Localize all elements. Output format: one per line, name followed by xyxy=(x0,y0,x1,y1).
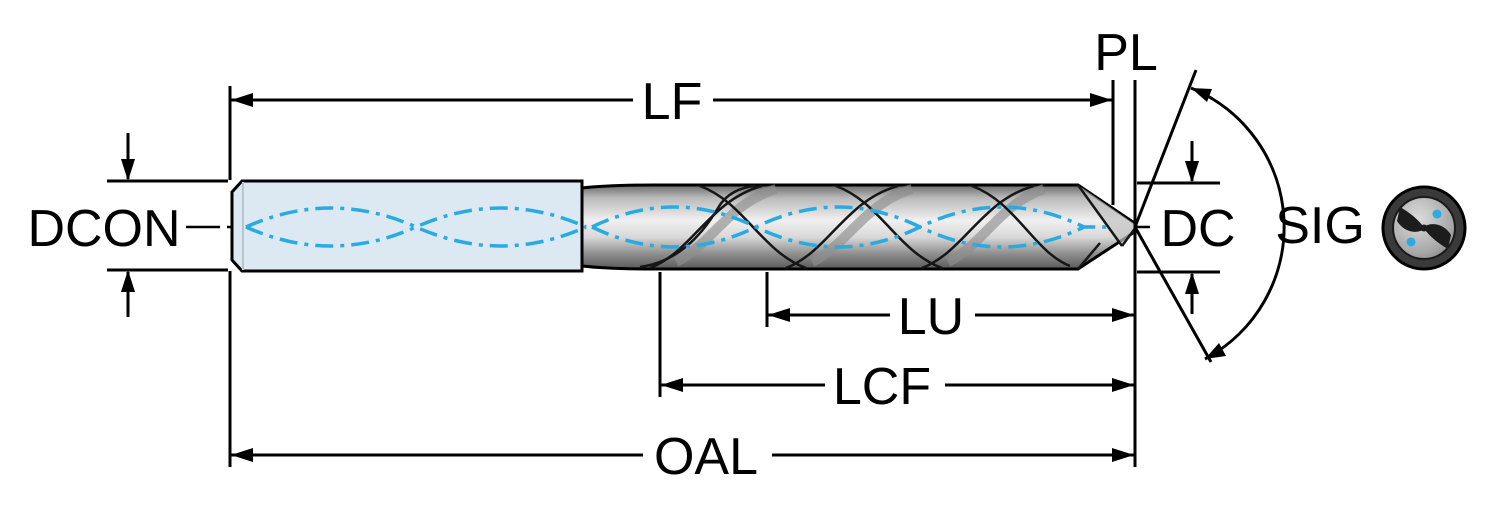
label-lf: LF xyxy=(642,73,703,131)
end-view-coolant-hole xyxy=(1406,237,1416,247)
dim-dcon: DCON xyxy=(27,133,228,317)
drill-shank xyxy=(230,179,584,273)
end-view-web-center xyxy=(1420,224,1428,232)
label-dcon: DCON xyxy=(27,200,180,258)
end-view-flute-lobe xyxy=(1397,207,1425,232)
shank-body xyxy=(230,179,584,273)
dim-lf: LF xyxy=(228,73,1115,205)
point-facet xyxy=(1078,185,1136,246)
cutting-lip-edge xyxy=(1076,184,1124,247)
dim-dc: DC xyxy=(1137,141,1236,314)
dim-pl: PL xyxy=(1094,24,1158,467)
label-oal: OAL xyxy=(654,428,758,486)
dim-sig: SIG xyxy=(1133,69,1365,363)
label-dc: DC xyxy=(1160,200,1235,258)
end-view-flute-lobe xyxy=(1423,224,1451,249)
coolant-channels xyxy=(245,205,1112,249)
label-pl: PL xyxy=(1094,24,1158,82)
dim-lu: LU xyxy=(765,272,1134,346)
label-lu: LU xyxy=(898,288,964,346)
drill-end-view xyxy=(1381,185,1467,271)
dim-oal: OAL xyxy=(228,271,1134,486)
end-view-coolant-hole xyxy=(1432,209,1442,219)
dim-lcf: LCF xyxy=(658,272,1134,416)
label-sig: SIG xyxy=(1275,197,1365,255)
label-lcf: LCF xyxy=(833,358,931,416)
drill-fluted-body xyxy=(580,183,1138,271)
